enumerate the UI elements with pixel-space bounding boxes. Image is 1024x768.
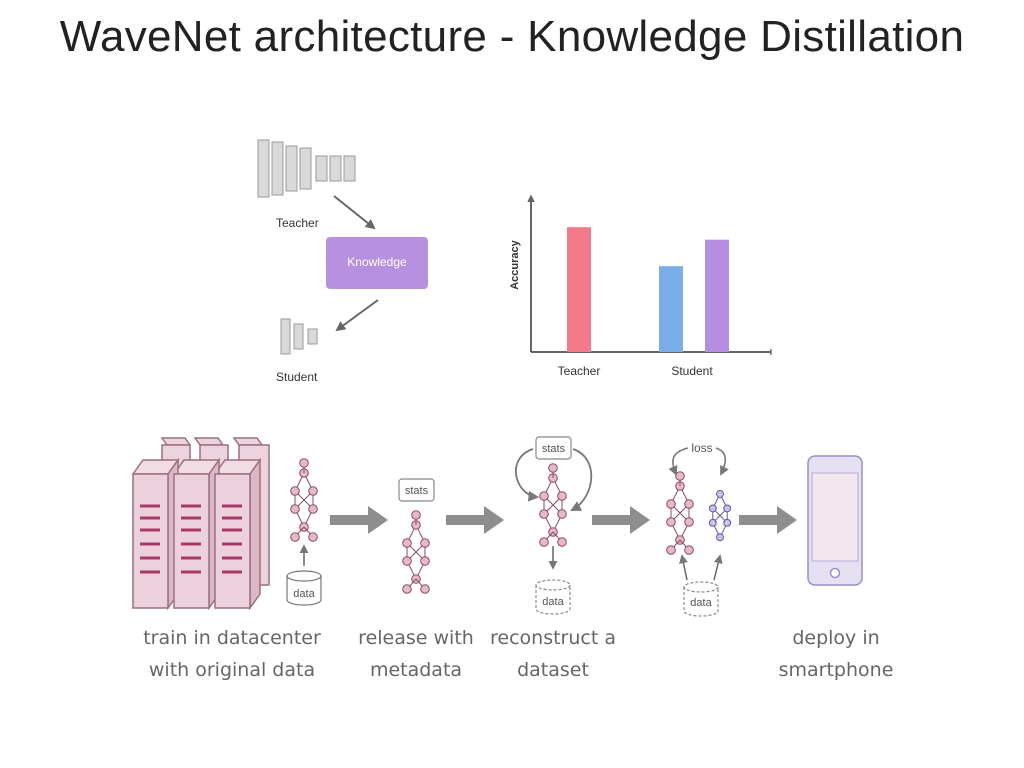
distillation-diagram: Teacher Knowledge Student <box>257 139 428 384</box>
teacher-net-icon <box>290 458 318 542</box>
stage-arrow-1 <box>330 506 388 534</box>
data-to-teacher-arrow <box>679 554 688 581</box>
knowledge-box <box>326 237 428 289</box>
caption-deploy-1: deploy in <box>792 627 879 649</box>
loss-loop: loss <box>668 441 729 476</box>
bar-teacher-0 <box>567 227 591 352</box>
student-net-icon <box>708 490 732 542</box>
data-label-3: data <box>690 597 712 609</box>
bar-student-1 <box>659 266 683 352</box>
data-to-student-arrow <box>713 554 723 581</box>
data-label: data <box>293 588 315 600</box>
bars-group <box>567 227 729 352</box>
student-label: Student <box>276 370 318 384</box>
reconstruct-net-icon <box>539 463 567 547</box>
stats-box: stats <box>398 478 435 502</box>
x-tick-teacher: Teacher <box>558 364 601 378</box>
stats-label: stats <box>405 485 429 497</box>
caption-deploy-2: smartphone <box>779 659 894 681</box>
caption-release-1: release with <box>358 627 474 649</box>
teacher-label: Teacher <box>276 216 319 230</box>
teacher-network-icon <box>257 139 356 198</box>
smartphone-icon <box>807 455 863 586</box>
reconstruct-stats-box: stats <box>515 436 593 512</box>
pipeline-captions: train in datacenter with original data r… <box>143 627 893 681</box>
stage-arrows <box>330 506 797 534</box>
caption-release-2: metadata <box>370 659 462 681</box>
caption-reconstruct-1: reconstruct a <box>490 627 616 649</box>
slide-title: WaveNet architecture - Knowledge Distill… <box>59 12 965 61</box>
stage-arrow-3 <box>592 506 650 534</box>
stats-label-2: stats <box>542 443 566 455</box>
caption-train-1: train in datacenter <box>143 627 321 649</box>
knowledge-label: Knowledge <box>347 255 407 269</box>
accuracy-chart: Accuracy Teacher Student <box>509 194 772 378</box>
stage-arrow-4 <box>739 506 797 534</box>
bar-student-2 <box>705 239 729 352</box>
distill-data-cylinder-icon: data <box>683 581 719 617</box>
loss-label: loss <box>691 441 712 455</box>
stage-arrow-2 <box>446 506 504 534</box>
caption-train-2: with original data <box>149 659 315 681</box>
y-axis-label: Accuracy <box>509 239 521 289</box>
data-label-2: data <box>542 596 564 608</box>
datacenter-servers-icon <box>131 437 270 611</box>
caption-reconstruct-2: dataset <box>517 659 589 681</box>
x-tick-student: Student <box>671 364 713 378</box>
teacher-to-knowledge-arrow <box>333 195 376 230</box>
released-net-icon <box>402 510 430 594</box>
student-network-icon <box>280 318 318 355</box>
pipeline-diagram: data stats stats data loss <box>131 436 893 681</box>
distill-teacher-net-icon <box>666 471 694 555</box>
knowledge-to-student-arrow <box>335 299 379 332</box>
reconstructed-data-cylinder-icon: data <box>535 579 571 615</box>
data-cylinder-icon: data <box>286 570 322 606</box>
